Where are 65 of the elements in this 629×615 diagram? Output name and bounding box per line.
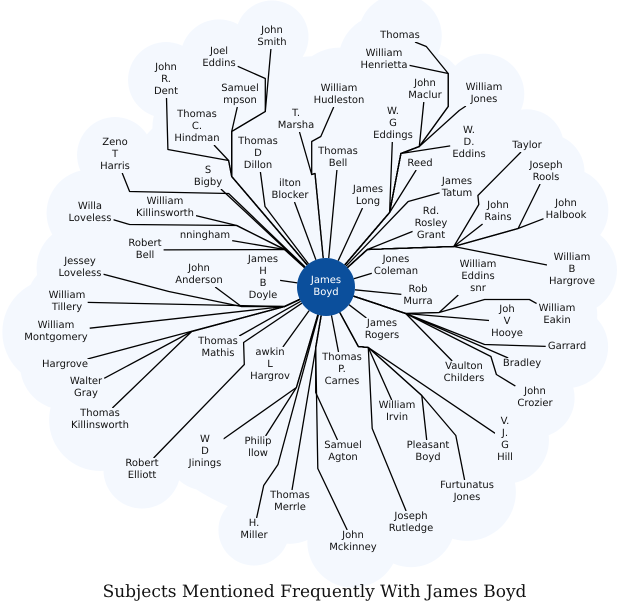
edge-line <box>282 310 310 348</box>
edge-line <box>353 295 516 387</box>
person-name-label: Zeno T Harris <box>98 137 132 173</box>
person-name-label: Hargrove <box>40 359 90 371</box>
person-name-label: Taylor <box>510 140 544 152</box>
person-name-label: Bradley <box>500 358 544 370</box>
person-name-label: W. G Eddings <box>371 106 415 142</box>
person-name-label: James Long <box>350 184 386 208</box>
person-name-label: William Eddins snr <box>458 259 498 295</box>
edge-line <box>122 172 306 268</box>
edge-line <box>291 316 322 490</box>
person-name-label: William Jones <box>464 82 504 106</box>
edge-line <box>260 172 310 264</box>
person-name-label: T. Marsha <box>276 108 316 132</box>
person-name-label: ilton Blocker <box>270 178 310 202</box>
edge-line <box>354 289 402 296</box>
diagram-title: Subjects Mentioned Frequently With James Boyd <box>102 581 528 603</box>
edge-line <box>294 202 316 260</box>
edge-line <box>112 298 300 408</box>
person-name-label: James Rogers <box>362 318 402 342</box>
edge-line <box>344 170 417 266</box>
edge-line <box>238 300 302 337</box>
person-name-label: Furtunatus Jones <box>438 480 496 504</box>
edge-line <box>298 132 324 258</box>
person-name-label: Thomas C. Hindman <box>172 109 222 145</box>
person-name-label: Joseph Rools <box>527 160 565 184</box>
edge-line <box>223 314 318 440</box>
person-name-label: Joh V Hooye <box>489 304 525 340</box>
person-name-label: Pleasant Boyd <box>404 440 452 464</box>
edge-line <box>153 302 302 458</box>
person-name-label: awkin L Hargrov <box>248 347 292 383</box>
edge-line <box>220 188 306 268</box>
person-name-label: William Montgomery <box>22 320 90 344</box>
edge-line <box>330 315 340 352</box>
person-name-label: John Anderson <box>173 263 225 287</box>
person-name-label: Joseph Rutledge <box>386 511 436 535</box>
person-name-label: James H B Doyle <box>246 254 280 302</box>
person-name-label: W D Jinings <box>186 434 224 470</box>
edge-line <box>214 144 308 266</box>
edge-line <box>348 304 367 319</box>
person-name-label: John Rains <box>482 200 514 224</box>
person-name-label: Reed <box>405 158 435 170</box>
edge-line <box>354 272 372 280</box>
person-name-label: S Bigby <box>192 165 224 189</box>
edge-line <box>339 312 407 512</box>
person-name-label: William Hudleston <box>312 83 366 107</box>
edge-line <box>256 314 320 518</box>
person-name-label: John Maclur <box>406 78 444 102</box>
edge-line <box>328 170 338 258</box>
edge-line <box>338 208 364 261</box>
edge-line <box>346 192 440 267</box>
person-name-label: Walter Gray <box>68 376 104 400</box>
edge-line <box>164 248 305 268</box>
person-name-label: nningham <box>178 230 232 242</box>
edge-line <box>347 246 548 268</box>
edge-line <box>315 316 348 530</box>
person-name-label: John Mckinney <box>327 530 379 554</box>
edge-line <box>280 280 298 284</box>
person-name-label: William Tillery <box>46 290 88 314</box>
person-name-label: Thomas <box>378 30 422 42</box>
person-name-label: Samuel mpson <box>219 83 261 107</box>
person-name-label: John Halbook <box>544 198 588 222</box>
person-name-label: Samuel Agton <box>322 440 364 464</box>
person-name-label: Thomas D Dillon <box>236 136 280 172</box>
person-name-label: William B Hargrove <box>547 252 597 288</box>
